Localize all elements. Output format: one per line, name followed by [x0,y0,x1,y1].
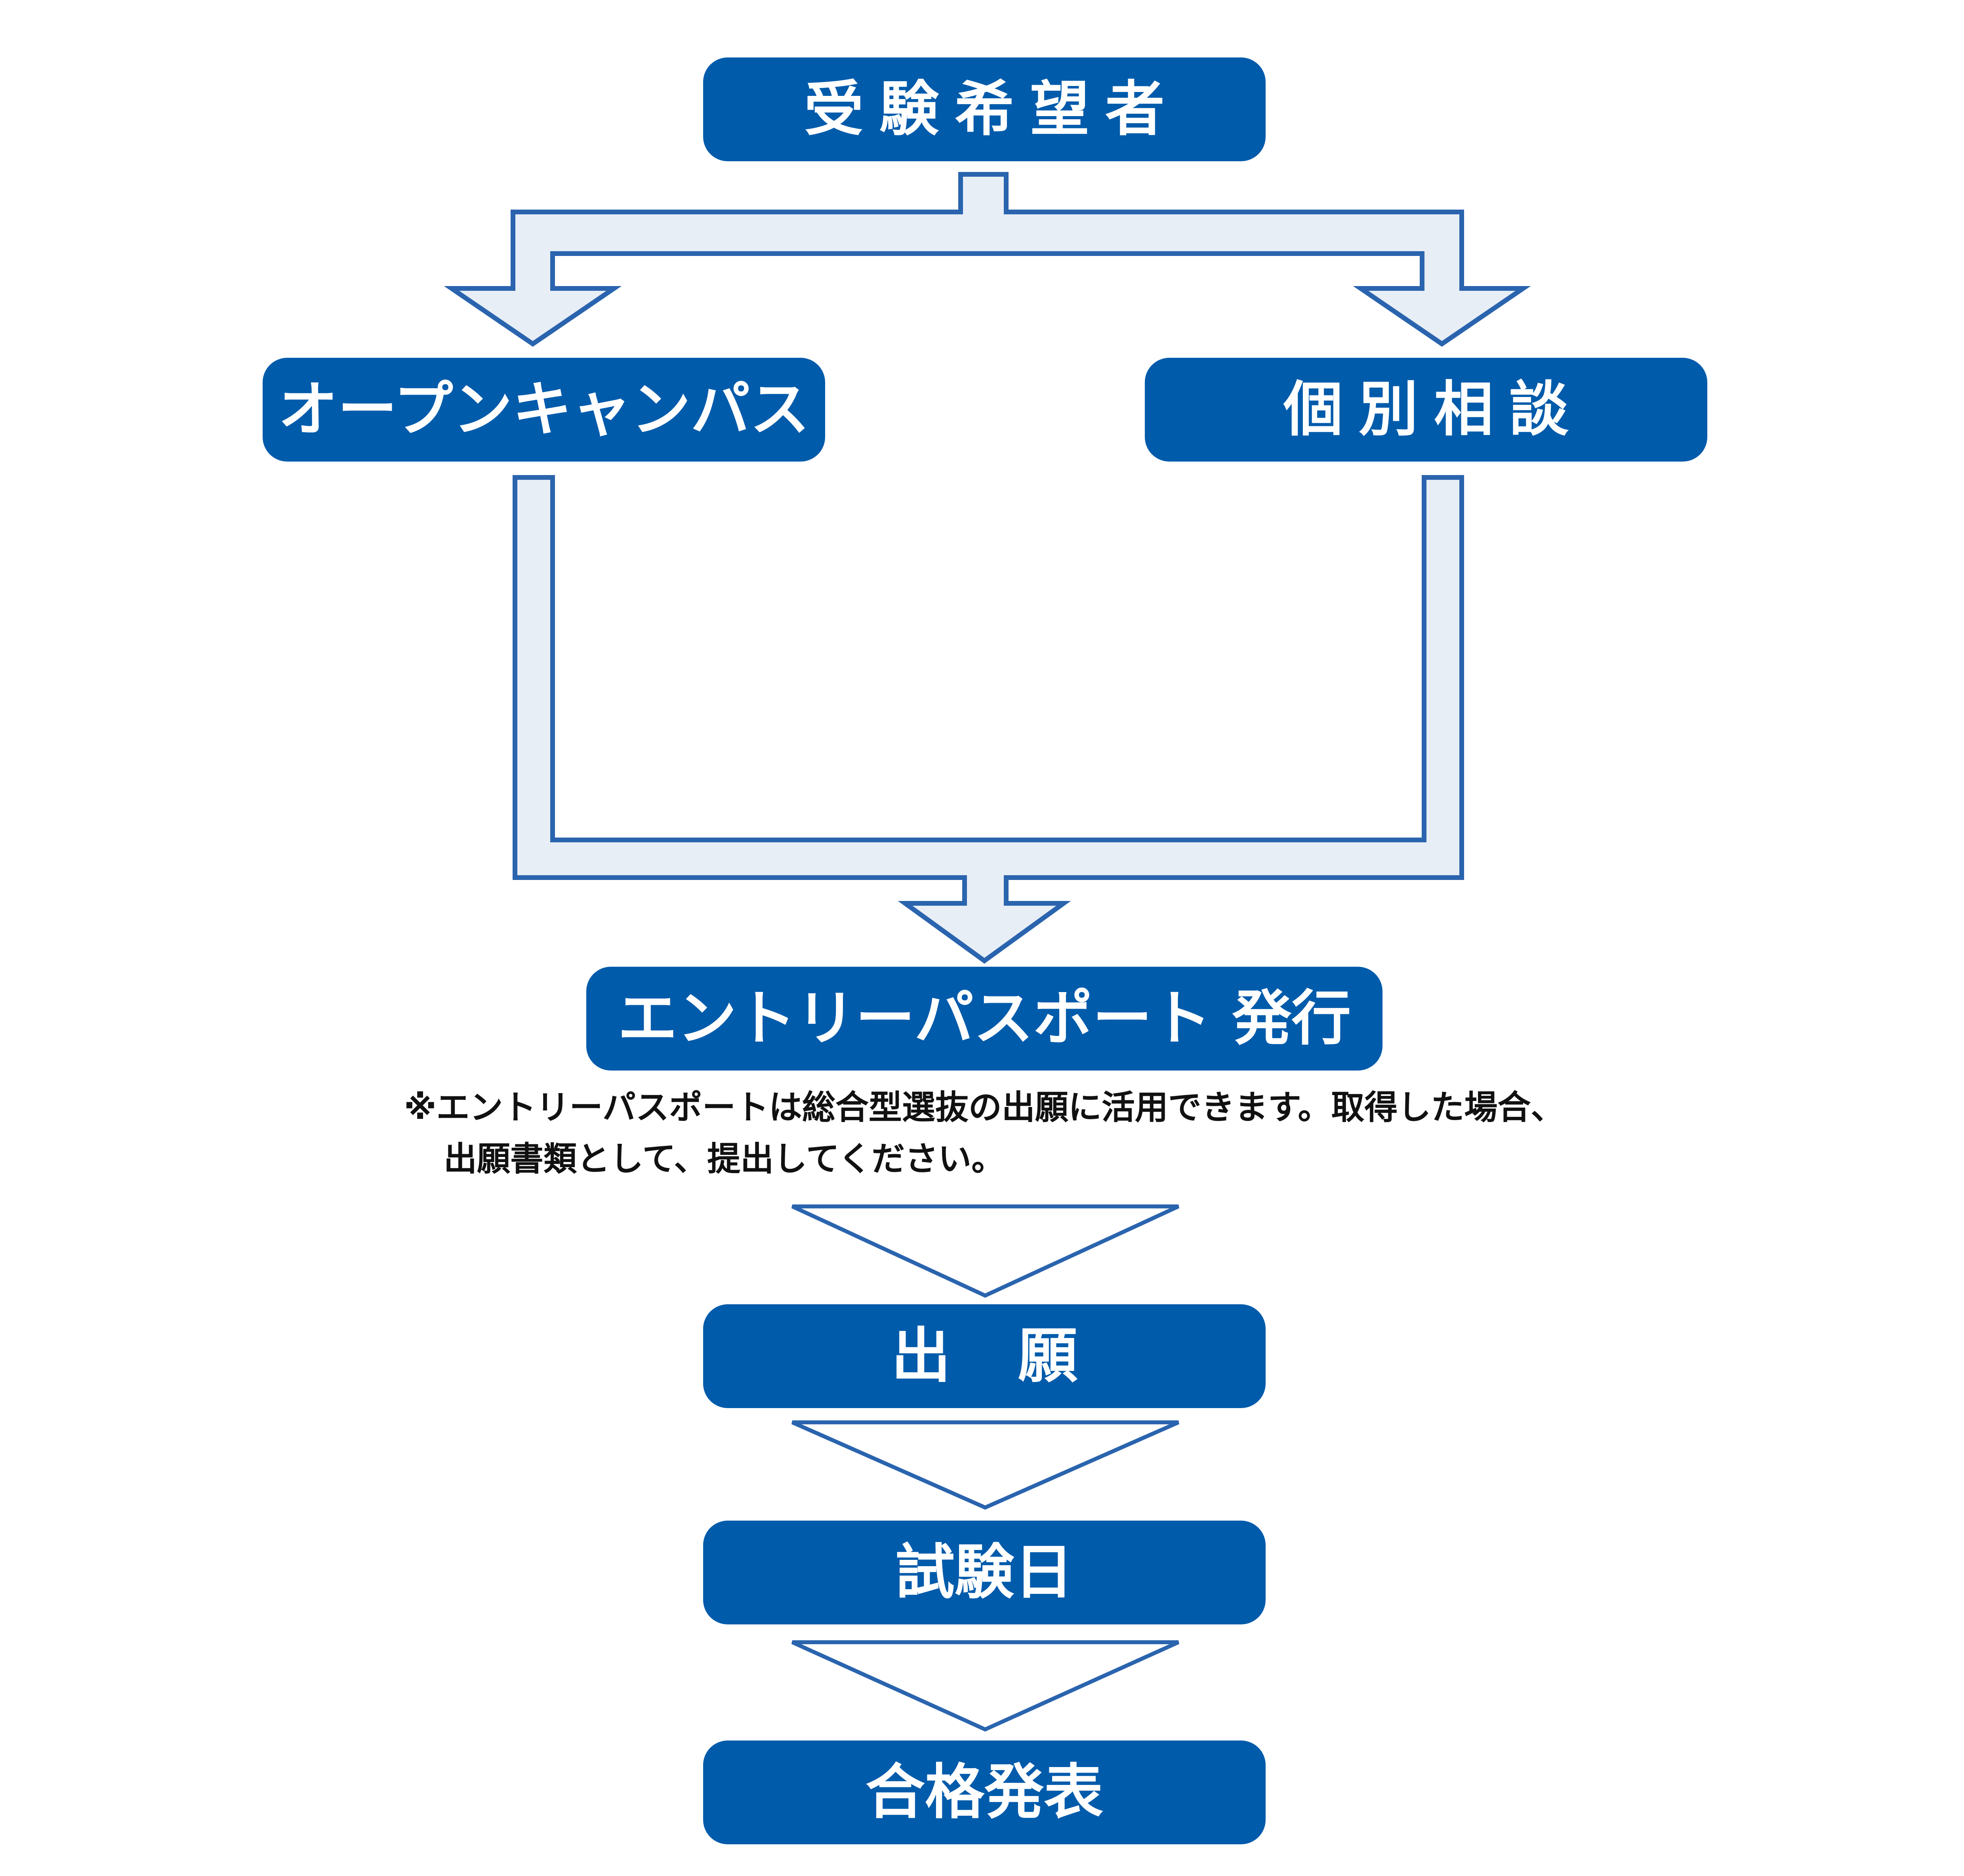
step-label: 個別相談 [1283,375,1585,444]
entry-passport-note: ※エントリーパスポートは総合型選抜の出願に活用できます。取得した場合、 出願書類… [404,1082,1632,1185]
step-applicant: 受験希望者 [703,57,1266,161]
step-label: 出願 [891,1322,1145,1391]
step-exam-day: 試験日 [703,1521,1266,1624]
chevron-down-icon [791,1420,1180,1510]
note-line: ※エントリーパスポートは総合型選抜の出願に活用できます。取得した場合、 [404,1088,1564,1127]
step-application: 出願 [703,1304,1266,1408]
note-line: 出願書類として、提出してください。 [444,1139,1005,1178]
merge-arrow [513,475,1464,964]
step-label: 受験希望者 [804,75,1180,144]
step-result: 合格発表 [703,1741,1266,1844]
step-label: 試験日 [895,1538,1074,1607]
step-open-campus: オープンキャンパス [263,358,825,462]
step-label: 合格発表 [865,1758,1103,1827]
step-entry-passport: エントリーパスポート 発行 [586,967,1382,1071]
step-label: エントリーパスポート 発行 [618,984,1351,1053]
chevron-down-icon [791,1640,1180,1732]
step-consultation: 個別相談 [1145,358,1707,462]
step-label: オープンキャンパス [278,375,810,444]
chevron-down-icon [791,1204,1180,1298]
split-arrow [444,172,1531,347]
